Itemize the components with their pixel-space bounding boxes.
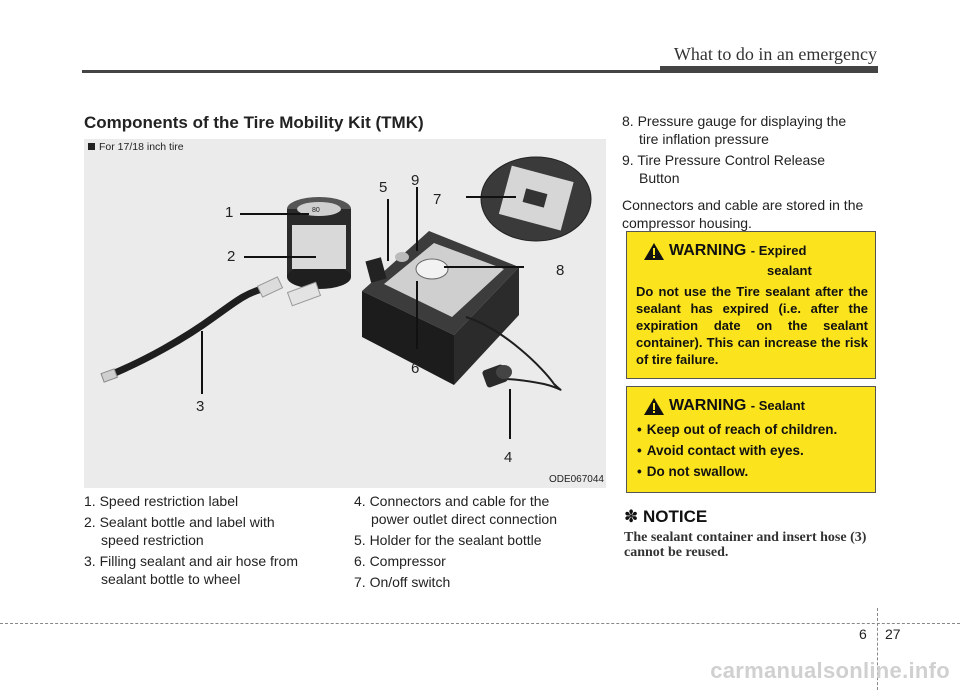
header-rule-accent [660,66,878,73]
component-list-left: 1. Speed restriction label 2. Sealant bo… [84,492,336,591]
list-item: •Avoid contact with eyes. [637,443,804,458]
callout-1: 1 [225,204,234,221]
warning-triangle-icon [644,398,664,415]
compressor-drawing [362,231,519,385]
list-item: •Keep out of reach of children. [637,422,838,437]
hose-drawing [100,276,322,383]
callout-8: 8 [556,262,565,279]
watermark: carmanualsonline.info [710,658,950,683]
callout-7: 7 [433,191,442,208]
header-title: What to do in an emergency [673,44,877,64]
section-title: Components of the Tire Mobility Kit (TMK… [84,113,424,132]
square-bullet-icon [88,143,95,150]
callout-3: 3 [196,398,205,415]
switch-inset-drawing [480,156,592,242]
header-rule [82,70,878,73]
warning-heading: WARNING - Expired [669,242,807,259]
warning-subheading: sealant [767,263,812,278]
svg-text:80: 80 [312,207,320,214]
callout-2: 2 [227,248,236,265]
list-item: 6. Compressor [354,553,446,569]
callout-9: 9 [411,172,420,189]
footer-rule [0,623,960,624]
warning-heading: WARNING - Sealant [669,397,805,414]
notice-title: ✽ NOTICE [624,507,708,526]
page-number: 27 [885,626,901,642]
figure-tag: For 17/18 inch tire [88,141,184,153]
list-item: •Do not swallow. [637,464,749,479]
page-chapter: 6 [859,626,867,642]
warning-box-sealant: WARNING - Sealant •Keep out of reach of … [626,386,876,493]
callout-4: 4 [504,449,513,466]
figure-code: ODE067044 [548,474,604,485]
list-item: 1. Speed restriction label [84,493,239,509]
leader-lines [201,187,524,439]
list-item: 5. Holder for the sealant bottle [354,532,542,548]
callout-5: 5 [379,179,388,196]
warning-box-expired-sealant: WARNING - Expired sealant Do not use the… [626,231,876,379]
connectors-note: Connectors and cable are stored in the c… [622,197,864,231]
sealant-bottle-drawing: 80 [287,197,351,289]
footer-divider [877,608,878,690]
warning-triangle-icon [644,243,664,260]
tmk-figure: 80 [84,139,606,488]
callout-6: 6 [411,360,420,377]
tmk-illustration: 80 [100,156,592,439]
notice-text: The sealant container and insert hose (3… [624,530,867,560]
warning-list: •Keep out of reach of children. •Avoid c… [637,422,837,485]
warning-body: Do not use the Tire sealant after the se… [636,284,868,367]
list-item: 7. On/off switch [354,574,451,590]
power-cable-drawing [465,316,562,391]
